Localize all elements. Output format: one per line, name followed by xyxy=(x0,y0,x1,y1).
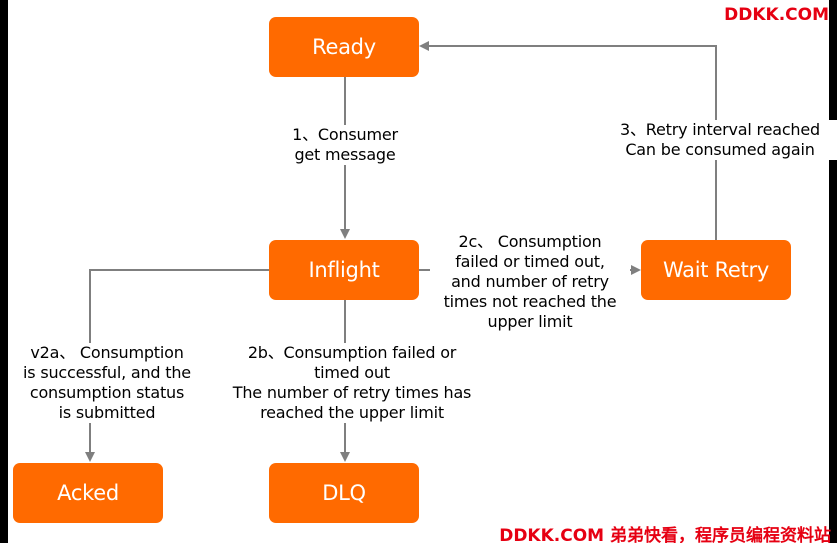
label-consumption-failed-limit: 2b、Consumption failed or timed out The n… xyxy=(222,343,482,423)
left-frame-edge xyxy=(0,0,8,543)
state-inflight: Inflight xyxy=(269,240,419,300)
state-acked: Acked xyxy=(13,463,163,523)
right-frame-edge xyxy=(829,0,837,543)
label-consumer-get-message: 1、Consumer get message xyxy=(270,125,420,165)
label-consumption-failed-not-limit: 2c、 Consumption failed or timed out, and… xyxy=(430,232,630,332)
state-wait-retry: Wait Retry xyxy=(641,240,791,300)
arrow-wait-retry-to-ready xyxy=(419,41,717,240)
watermark-bottom: DDKK.COM 弟弟快看，程序员编程资料站 xyxy=(499,526,831,543)
state-ready: Ready xyxy=(269,17,419,77)
label-retry-interval-reached: 3、Retry interval reached Can be consumed… xyxy=(600,120,837,160)
state-dlq: DLQ xyxy=(269,463,419,523)
label-consumption-successful: v2a、 Consumption is successful, and the … xyxy=(12,343,202,423)
watermark-top: DDKK.COM xyxy=(724,5,829,25)
